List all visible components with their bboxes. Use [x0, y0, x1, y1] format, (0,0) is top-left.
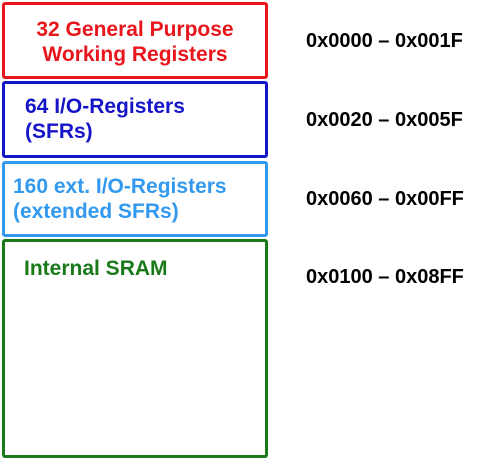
internal-sram-block: Internal SRAM: [2, 239, 268, 458]
general-purpose-registers-address: 0x0000 – 0x001F: [306, 30, 463, 52]
extended-io-registers-label: 160 ext. I/O-Registers (extended SFRs): [13, 175, 227, 223]
extended-io-registers-block: 160 ext. I/O-Registers (extended SFRs): [2, 161, 268, 237]
internal-sram-address: 0x0100 – 0x08FF: [306, 266, 464, 288]
general-purpose-registers-block: 32 General Purpose Working Registers: [2, 2, 268, 79]
general-purpose-registers-label: 32 General Purpose Working Registers: [36, 18, 234, 66]
extended-io-registers-address: 0x0060 – 0x00FF: [306, 188, 464, 210]
io-registers-block: 64 I/O-Registers (SFRs): [2, 81, 268, 158]
io-registers-label: 64 I/O-Registers (SFRs): [25, 95, 185, 143]
internal-sram-label: Internal SRAM: [24, 257, 168, 280]
io-registers-address: 0x0020 – 0x005F: [306, 109, 463, 131]
